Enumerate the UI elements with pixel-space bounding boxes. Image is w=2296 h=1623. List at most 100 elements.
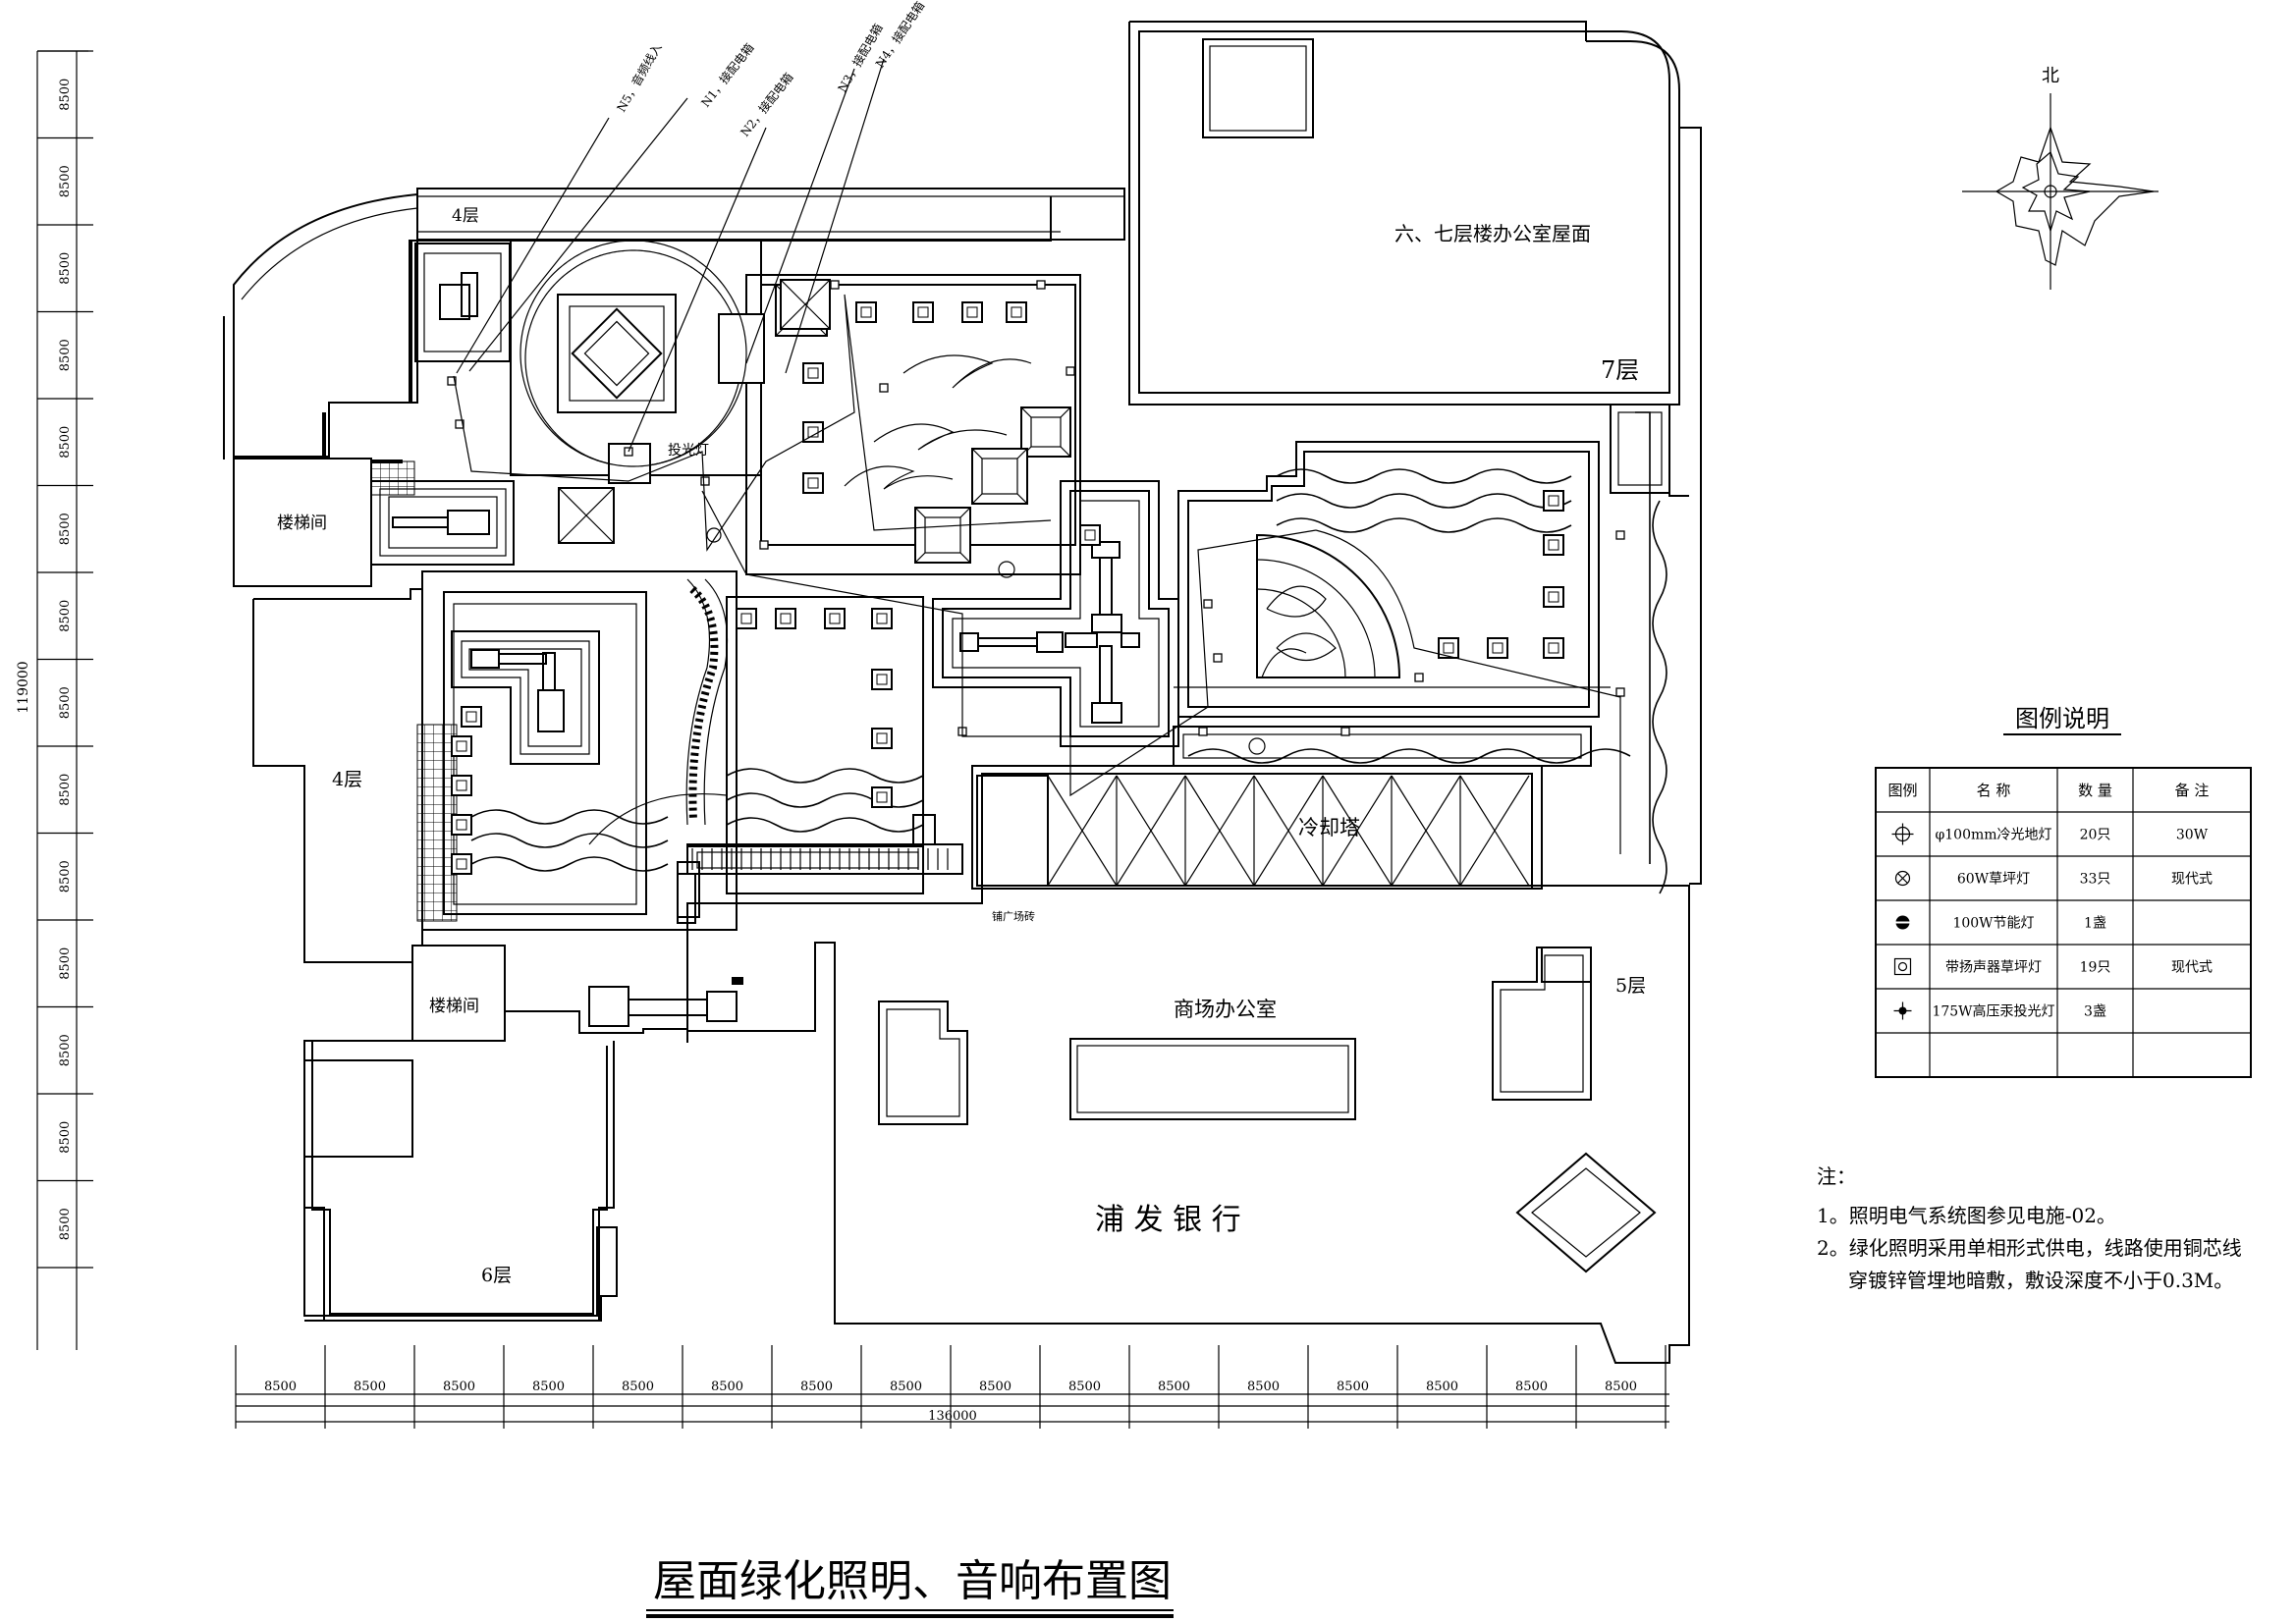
notes-line1: 1。照明电气系统图参见电施-02。 xyxy=(1817,1204,2116,1227)
lamp-marker xyxy=(461,706,482,728)
lawn-light-node xyxy=(759,540,769,550)
legend-cell: 33只 xyxy=(2080,872,2111,888)
bottom-dim-12: 8500 xyxy=(1337,1380,1369,1394)
stair2-label: 楼梯间 xyxy=(429,997,479,1016)
bottom-dim-15: 8500 xyxy=(1605,1380,1637,1394)
notes-line2: 2。绿化照明采用单相形式供电，线路使用铜芯线 xyxy=(1817,1236,2242,1260)
legend-cell: 带扬声器草坪灯 xyxy=(1945,960,2042,976)
legend-cell: 现代式 xyxy=(2171,872,2213,888)
legend-cell: 1盏 xyxy=(2084,916,2106,932)
left-dim-5: 8500 xyxy=(58,513,73,545)
lamp-marker xyxy=(1487,637,1508,659)
lamp-marker xyxy=(451,853,472,875)
left-dim-11: 8500 xyxy=(58,1034,73,1066)
left-dim-10: 8500 xyxy=(58,947,73,980)
bottom-dim-10: 8500 xyxy=(1158,1380,1190,1394)
bottom-dim-1: 8500 xyxy=(354,1380,386,1394)
legend-title: 图例说明 xyxy=(2015,705,2109,732)
bottom-dim-9: 8500 xyxy=(1068,1380,1101,1394)
floor7-label: 7层 xyxy=(1601,356,1639,384)
floor4-top-label: 4层 xyxy=(452,206,479,226)
legend-cell: 3盏 xyxy=(2084,1004,2106,1020)
floodlight-label: 投光灯 xyxy=(668,443,709,459)
left-dim-12: 8500 xyxy=(58,1121,73,1154)
left-dimension-chain: 8500 8500 8500 8500 8500 8500 8500 8500 8500 8500… xyxy=(16,50,93,1350)
bottom-total-dim: 136000 xyxy=(928,1409,977,1424)
bottom-dim-14: 8500 xyxy=(1515,1380,1548,1394)
lawn-light-node xyxy=(1198,727,1208,736)
legend-header-1: 名 称 xyxy=(1977,782,2011,799)
bottom-dim-8: 8500 xyxy=(979,1380,1011,1394)
floor6-label: 6层 xyxy=(481,1265,512,1286)
lamp-marker xyxy=(871,728,893,749)
speaker-lawn-light-icon xyxy=(1893,957,1912,976)
lamp-marker xyxy=(824,608,846,629)
bottom-dim-0: 8500 xyxy=(264,1380,297,1394)
legend-cell: 19只 xyxy=(2080,960,2111,976)
lamp-marker xyxy=(871,669,893,690)
lawn-light-node xyxy=(830,280,840,290)
mall-office-label: 商场办公室 xyxy=(1174,998,1277,1021)
lamp-marker xyxy=(1006,301,1027,323)
lamp-marker xyxy=(1079,524,1101,546)
left-dim-2: 8500 xyxy=(58,252,73,285)
bottom-dim-5: 8500 xyxy=(711,1380,743,1394)
north-arrow-icon: 北 xyxy=(1962,66,2159,290)
lamp-marker xyxy=(451,775,472,796)
lawn-light-node xyxy=(1066,366,1075,376)
lamp-marker xyxy=(775,608,796,629)
left-dim-6: 8500 xyxy=(58,600,73,632)
bottom-dim-7: 8500 xyxy=(890,1380,922,1394)
lawn-light-icon xyxy=(1894,870,1911,887)
lamp-marker xyxy=(802,472,824,494)
lamp-marker xyxy=(1543,490,1564,512)
north-label: 北 xyxy=(2042,66,2059,86)
wire-label-2: N2，接配电箱 xyxy=(738,70,796,139)
bottom-dim-11: 8500 xyxy=(1247,1380,1280,1394)
lawn-light-node xyxy=(1203,599,1213,609)
plan-labels: 4层 4层 5层 6层 7层 六、七层楼办公室屋面 楼梯间 楼梯间 冷却塔 商场… xyxy=(277,206,1646,1286)
legend-cell: 60W草坪灯 xyxy=(1957,872,2030,888)
left-dim-4: 8500 xyxy=(58,426,73,459)
bottom-dim-2: 8500 xyxy=(443,1380,475,1394)
lamp-marker xyxy=(1543,586,1564,608)
legend-cell: φ100mm冷光地灯 xyxy=(1935,828,2051,843)
mercury-floodlight-icon xyxy=(1893,1001,1912,1020)
lamp-marker xyxy=(871,786,893,808)
left-dim-3: 8500 xyxy=(58,339,73,371)
legend-cell: 100W节能灯 xyxy=(1952,916,2034,932)
left-dim-13: 8500 xyxy=(58,1208,73,1240)
saving-lamp-icon xyxy=(1895,915,1910,930)
stair1-label: 楼梯间 xyxy=(277,514,327,533)
bank-label: 浦 发 银 行 xyxy=(1095,1203,1241,1237)
legend-table: 图例说明 图例 名 称 数 量 备 注 φ100mm冷光地灯 20只 30W 60W草坪灯 33… xyxy=(1875,705,2252,1078)
legend-header-3: 备 注 xyxy=(2175,782,2210,799)
lamp-marker xyxy=(1543,534,1564,556)
drawing-title-block: 屋面绿化照明、音响布置图 xyxy=(646,1556,1174,1618)
legend-header-2: 数 量 xyxy=(2078,782,2112,799)
bottom-dim-3: 8500 xyxy=(532,1380,565,1394)
lamp-marker xyxy=(855,301,877,323)
lamp-marker xyxy=(736,608,757,629)
lamp-marker xyxy=(912,301,934,323)
wiring xyxy=(453,58,1621,854)
bottom-dimension-chain: 8500 8500 8500 8500 8500 8500 8500 8500 8500 8500… xyxy=(235,1345,1669,1429)
building-outline xyxy=(223,21,1702,1364)
office-roof-label: 六、七层楼办公室屋面 xyxy=(1394,222,1591,245)
lamp-marker xyxy=(1543,637,1564,659)
legend-cell: 30W xyxy=(2176,828,2209,843)
legend-cell: 20只 xyxy=(2080,828,2111,843)
legend-header-0: 图例 xyxy=(1887,782,1917,799)
left-total-dim: 119000 xyxy=(16,661,31,713)
plaza-tile-label: 铺广场砖 xyxy=(992,909,1035,923)
floor5-label: 5层 xyxy=(1615,975,1646,997)
cooling-tower-label: 冷却塔 xyxy=(1298,816,1360,839)
bottom-dim-6: 8500 xyxy=(800,1380,833,1394)
lawn-light-node xyxy=(1036,280,1046,290)
drawing-title: 屋面绿化照明、音响布置图 xyxy=(653,1556,1172,1606)
left-dim-0: 8500 xyxy=(58,79,73,111)
lawn-light-node xyxy=(700,476,710,486)
lamp-marker xyxy=(451,735,472,757)
wire-label-1: N1，接配电箱 xyxy=(698,40,757,110)
lamp-marker xyxy=(802,362,824,384)
